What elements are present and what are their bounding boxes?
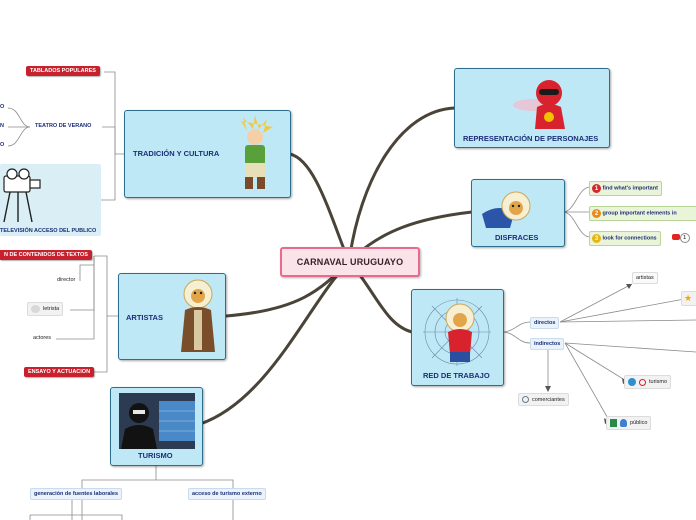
node-letrista-label: letrista <box>43 306 60 312</box>
video-icon[interactable] <box>671 234 680 240</box>
book-icon <box>610 419 617 427</box>
topic-red-de-trabajo[interactable]: RED DE TRABAJO <box>411 289 504 386</box>
node-artistas-label: artistas <box>636 275 654 281</box>
node-acceso[interactable]: acceso de turismo externo <box>188 488 266 500</box>
subtopic-group-elements-label: group important elements in <box>602 210 677 217</box>
subtopic-find-important-label: find what's important <box>602 185 658 192</box>
topic-tradicion[interactable]: TRADICIÓN Y CULTURA <box>124 110 291 198</box>
priority-3-icon: 3 <box>592 234 601 243</box>
node-actores[interactable]: actores <box>33 335 52 341</box>
node-teatro[interactable]: TEATRO DE VERANO <box>35 123 92 129</box>
camera-operator-illustration <box>3 168 41 223</box>
cloud-icon <box>31 305 40 313</box>
node-contenidos[interactable]: N DE CONTENIDOS DE TEXTOS <box>0 250 92 260</box>
node-comerciantes[interactable]: comerciantes <box>518 393 569 406</box>
masked-hero-illustration <box>513 80 565 129</box>
subtopic-find-important[interactable]: 1 find what's important <box>589 181 662 196</box>
subtopic-group-elements[interactable]: 2 group important elements in <box>589 206 696 221</box>
no-entry-icon <box>639 378 646 386</box>
magnifier-icon <box>522 396 529 403</box>
topic-representacion-label: REPRESENTACIÓN DE PERSONAJES <box>463 134 599 143</box>
central-topic[interactable]: CARNAVAL URUGUAYO <box>280 247 420 277</box>
topic-tradicion-label: TRADICIÓN Y CULTURA <box>133 149 220 158</box>
node-comerciantes-label: comerciantes <box>532 396 565 403</box>
spider-hero-illustration <box>423 298 491 366</box>
node-generacion[interactable]: generación de fuentes laborales <box>30 488 123 500</box>
topic-turismo[interactable]: TURISMO <box>110 387 203 466</box>
priority-1-icon: 1 <box>592 184 601 193</box>
node-star[interactable]: ★ <box>681 291 696 306</box>
topic-turismo-label: TURISMO <box>138 451 173 460</box>
masked-figure-illustration <box>119 393 195 449</box>
attachment-count-badge[interactable]: 1 <box>679 233 690 243</box>
star-icon: ★ <box>684 293 693 303</box>
node-television-label: TELEVISIÓN ACCESO DEL PUBLICO <box>0 228 97 234</box>
subtopic-look-connections-label: look for connections <box>602 235 657 242</box>
topic-disfraces[interactable]: DISFRACES <box>471 179 565 247</box>
robed-character-illustration <box>181 279 215 352</box>
topic-representacion[interactable]: REPRESENTACIÓN DE PERSONAJES <box>454 68 610 148</box>
user-icon <box>620 419 627 427</box>
node-teatro-child-3[interactable]: O <box>0 142 5 148</box>
node-publico-label: público <box>630 420 648 426</box>
node-indirectos[interactable]: indirectos <box>530 338 565 350</box>
topic-artistas[interactable]: ARTISTAS <box>118 273 226 360</box>
node-teatro-child-1[interactable]: O <box>0 104 5 110</box>
globe-icon <box>628 378 636 386</box>
costumed-character-illustration <box>482 191 531 228</box>
branch-representacion <box>347 106 457 264</box>
node-tablados[interactable]: TABLADOS POPULARES <box>26 66 100 76</box>
node-publico[interactable]: público <box>606 416 652 430</box>
node-directos[interactable]: directos <box>530 317 560 329</box>
branch-turismo <box>198 260 351 426</box>
priority-2-icon: 2 <box>592 209 601 218</box>
topic-red-label: RED DE TRABAJO <box>423 371 490 380</box>
node-artistas[interactable]: artistas <box>632 272 658 284</box>
central-topic-label: CARNAVAL URUGUAYO <box>296 257 404 267</box>
node-letrista[interactable]: letrista <box>27 302 64 316</box>
branch-tradicion <box>288 152 351 264</box>
topic-disfraces-label: DISFRACES <box>495 233 539 242</box>
node-turismo[interactable]: turismo <box>624 375 672 389</box>
node-director[interactable]: director <box>57 277 76 283</box>
warrior-character-illustration <box>241 115 273 189</box>
node-television[interactable]: TELEVISIÓN ACCESO DEL PUBLICO <box>0 164 101 236</box>
node-teatro-child-2[interactable]: N <box>0 123 4 129</box>
topic-artistas-label: ARTISTAS <box>126 313 163 322</box>
node-ensayo[interactable]: ENSAYO Y ACTUACION <box>24 367 95 377</box>
subtopic-look-connections[interactable]: 3 look for connections 1 <box>589 231 690 246</box>
node-turismo-label: turismo <box>649 379 668 385</box>
